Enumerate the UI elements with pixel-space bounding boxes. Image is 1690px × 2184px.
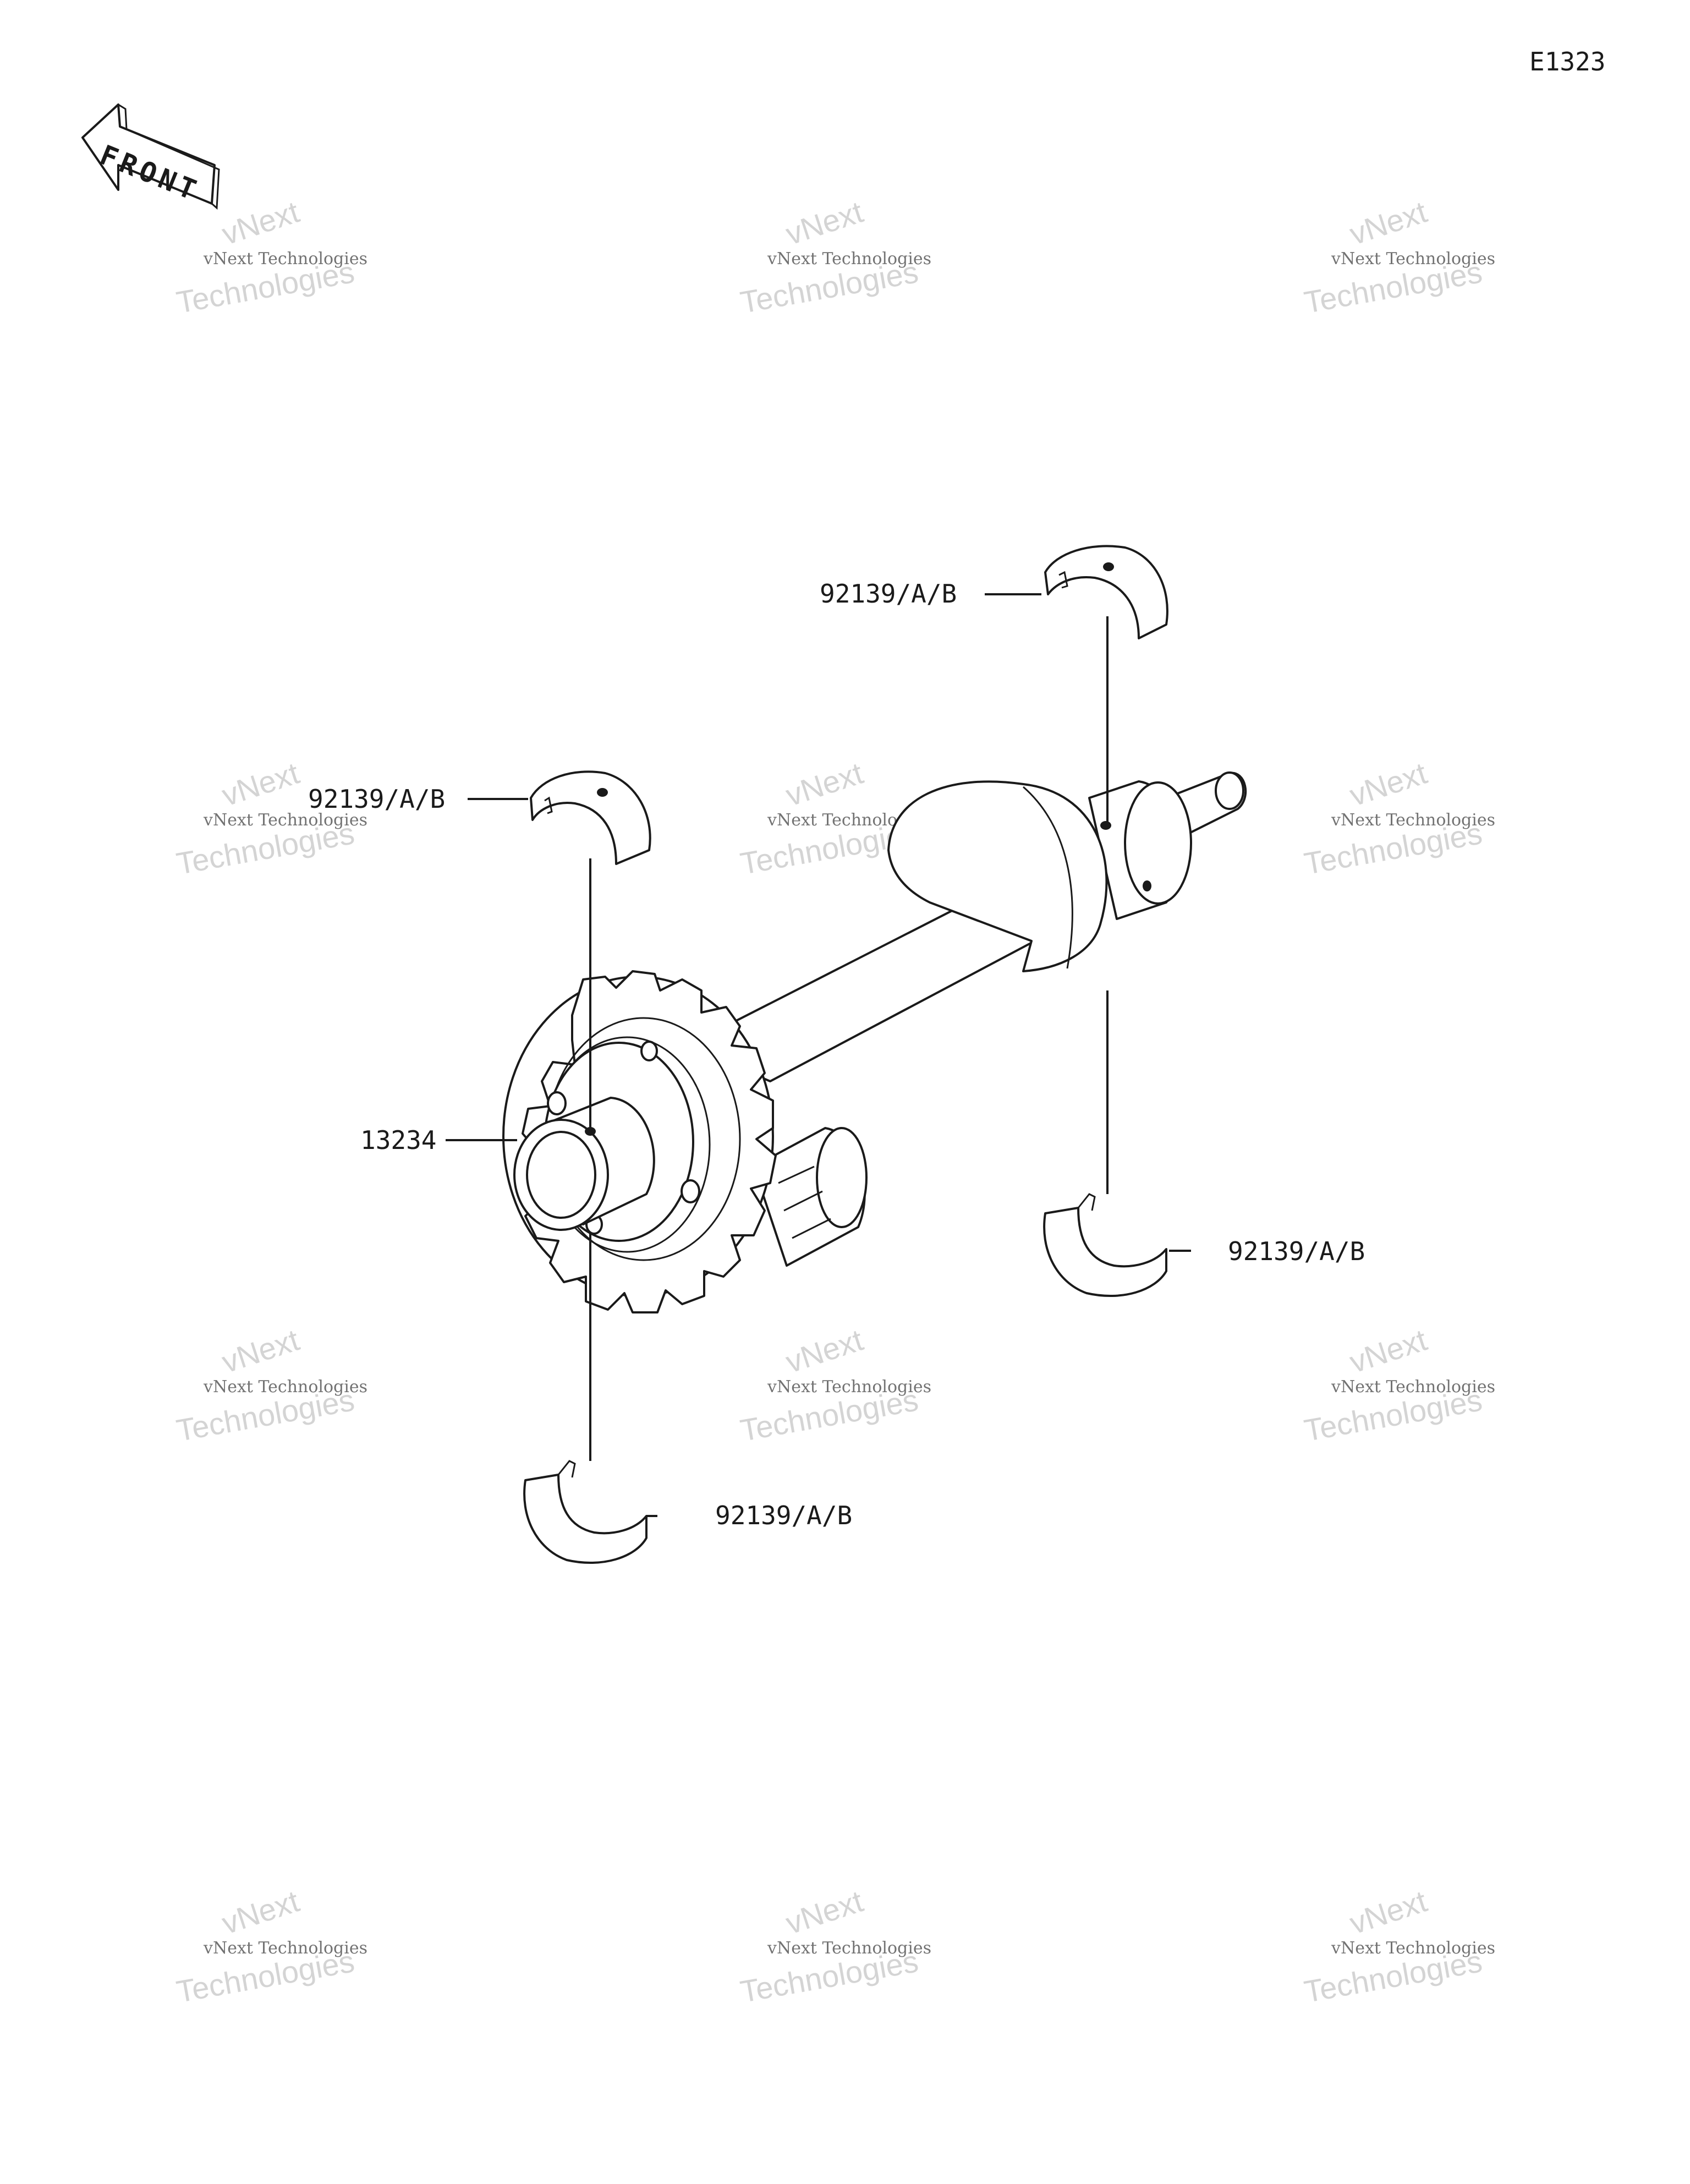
watermark-text: vNext	[1346, 194, 1431, 251]
watermark-text: vNext	[218, 756, 304, 813]
balancer-shaft	[687, 771, 1247, 1267]
watermark-text: vNext Technologies	[203, 811, 367, 830]
watermark-text: vNext	[782, 194, 868, 251]
watermark: vNext Technologies vNext Technologies	[174, 1884, 367, 2009]
callout-bearing-bottom-left: 92139/A/B	[715, 1501, 852, 1530]
callout-bearing-top-right: 92139/A/B	[820, 579, 957, 609]
watermark: vNext Technologies vNext Technologies	[1302, 1884, 1495, 2009]
watermark-text: vNext Technologies	[1331, 249, 1495, 269]
bearing-shell-top-left	[530, 770, 651, 865]
watermark: vNext Technologies vNext Technologies	[738, 1322, 931, 1448]
callout-bearing-top-left: 92139/A/B	[308, 784, 445, 814]
watermark-text: vNext Technologies	[1331, 811, 1495, 830]
watermark: vNext Technologies vNext Technologies	[174, 194, 367, 320]
watermark-text: vNext Technologies	[1331, 1939, 1495, 1958]
callout-gear: 13234	[360, 1125, 436, 1155]
diagram-code: E1323	[1529, 47, 1605, 76]
watermark: vNext Technologies vNext Technologies	[738, 1884, 931, 2009]
watermark: vNext Technologies vNext Technologies	[1302, 1322, 1495, 1448]
bearing-shell-top-right	[1044, 545, 1168, 639]
watermark-text: vNext	[782, 1884, 868, 1941]
watermark-text: vNext Technologies	[767, 1939, 931, 1958]
balancer-gear	[502, 970, 777, 1313]
watermark: vNext Technologies vNext Technologies	[738, 194, 931, 320]
front-arrow-icon: FRONT	[81, 103, 220, 210]
watermark: vNext Technologies vNext Technologies	[174, 756, 367, 881]
watermark-text: vNext Technologies	[767, 249, 931, 269]
watermark-text: vNext	[782, 1322, 868, 1380]
watermark-grid: vNext Technologies vNext Technologies vN…	[174, 194, 1495, 2009]
bearing-shell-bottom-left	[523, 1460, 648, 1564]
watermark-text: vNext	[218, 1884, 304, 1941]
bearing-shell-bottom-right	[1043, 1193, 1167, 1298]
watermark: vNext Technologies vNext Technologies	[1302, 756, 1495, 881]
watermark-text: vNext Technologies	[767, 1377, 931, 1397]
watermark: vNext Technologies vNext Technologies	[174, 1322, 367, 1448]
leader-lines	[446, 593, 1191, 1517]
watermark: vNext Technologies vNext Technologies	[1302, 194, 1495, 320]
watermark-text: vNext Technologies	[203, 249, 367, 269]
watermark-text: vNext	[1346, 1884, 1431, 1941]
watermark-text: vNext	[218, 1322, 304, 1380]
watermark-text: vNext Technologies	[203, 1939, 367, 1958]
watermark-text: vNext Technologies	[1331, 1377, 1495, 1397]
callout-bearing-bottom-right: 92139/A/B	[1228, 1236, 1365, 1266]
watermark-text: vNext	[1346, 1322, 1431, 1380]
watermark-text: vNext	[782, 756, 868, 813]
watermark-text: vNext Technologies	[203, 1377, 367, 1397]
watermark-text: vNext	[218, 194, 304, 251]
watermark-text: vNext	[1346, 756, 1431, 813]
